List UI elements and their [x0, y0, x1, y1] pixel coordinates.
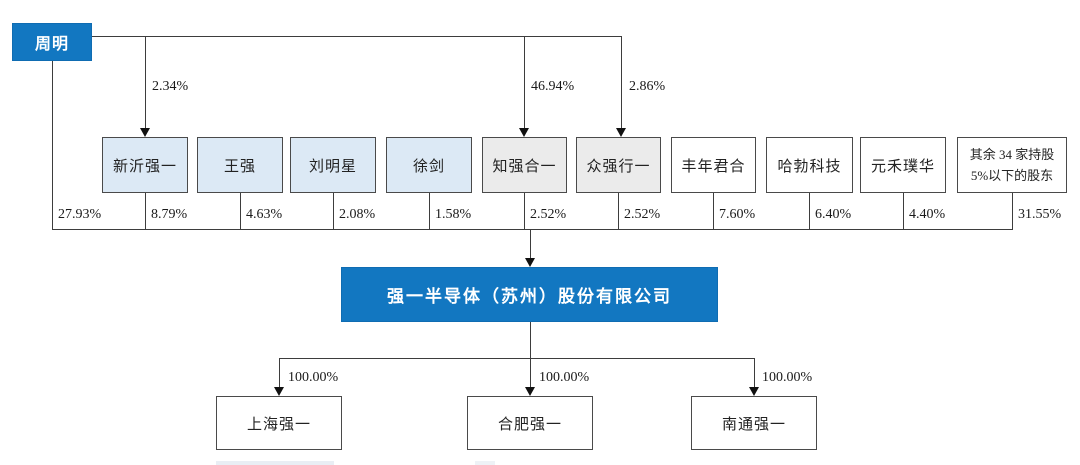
- collector-line: [52, 229, 1013, 230]
- shareholder-box: 其余 34 家持股 5%以下的股东: [957, 137, 1067, 193]
- root-person-box: 周明: [12, 23, 92, 61]
- connector-root-direct: [52, 61, 53, 229]
- arrow-down-icon: [140, 128, 150, 137]
- arrow-down-icon: [749, 387, 759, 396]
- holding-pct-label: 4.63%: [246, 207, 283, 222]
- link-pct-label: 2.86%: [629, 79, 666, 94]
- shareholder-stub: [145, 193, 146, 229]
- shareholder-label: 新沂强一: [112, 158, 177, 175]
- subsidiary-label: 南通强一: [721, 416, 786, 433]
- shareholder-label: 元禾璞华: [870, 158, 935, 175]
- holding-pct-label: 4.40%: [909, 207, 946, 222]
- connector-to-company: [530, 229, 531, 258]
- arrow-down-icon: [525, 258, 535, 267]
- arrow-down-icon: [274, 387, 284, 396]
- shareholder-box: 王强: [197, 137, 283, 193]
- link-pct-label: 46.94%: [531, 79, 575, 94]
- arrow-down-icon: [525, 387, 535, 396]
- shareholder-stub: [240, 193, 241, 229]
- shareholder-label: 其余 34 家持股 5%以下的股东: [970, 144, 1055, 186]
- company-box: 强一半导体（苏州）股份有限公司: [341, 267, 718, 322]
- holding-pct-label: 2.52%: [624, 207, 661, 222]
- shareholder-label: 王强: [223, 158, 256, 175]
- shareholder-box: 知强合一: [482, 137, 567, 193]
- holding-pct-label: 8.79%: [151, 207, 188, 222]
- shareholder-box: 哈勃科技: [766, 137, 853, 193]
- connector-root-to-zhongqiang: [621, 36, 622, 128]
- shareholder-stub: [524, 193, 525, 229]
- subsidiary-pct-label: 100.00%: [539, 370, 590, 385]
- holding-pct-label: 2.08%: [339, 207, 376, 222]
- link-pct-label: 2.34%: [152, 79, 189, 94]
- subsidiary-box: 上海强一: [216, 396, 342, 450]
- shareholder-stub: [809, 193, 810, 229]
- shareholder-box: 元禾璞华: [860, 137, 946, 193]
- holding-pct-label: 7.60%: [719, 207, 756, 222]
- bottom-edge-artifact: [475, 461, 495, 465]
- shareholder-stub: [713, 193, 714, 229]
- connector-to-nantong: [754, 358, 755, 387]
- connector-sub-horizontal: [279, 358, 755, 359]
- shareholder-box: 徐剑: [386, 137, 472, 193]
- connector-top-horizontal: [92, 36, 621, 37]
- shareholder-stub: [429, 193, 430, 229]
- shareholder-label: 丰年君合: [681, 158, 746, 175]
- subsidiary-label: 合肥强一: [497, 416, 562, 433]
- subsidiary-box: 南通强一: [691, 396, 817, 450]
- bottom-edge-artifact: [216, 461, 334, 465]
- subsidiary-box: 合肥强一: [467, 396, 593, 450]
- arrow-down-icon: [519, 128, 529, 137]
- shareholder-box: 众强行一: [576, 137, 661, 193]
- connector-root-to-zhiqiang: [524, 36, 525, 128]
- shareholder-stub: [1012, 193, 1013, 229]
- holding-pct-label: 31.55%: [1018, 207, 1062, 222]
- holding-pct-label: 2.52%: [530, 207, 567, 222]
- holding-pct-label: 27.93%: [58, 207, 102, 222]
- shareholder-stub: [618, 193, 619, 229]
- subsidiary-pct-label: 100.00%: [288, 370, 339, 385]
- shareholder-label: 知强合一: [492, 158, 557, 175]
- arrow-down-icon: [616, 128, 626, 137]
- shareholder-box: 新沂强一: [102, 137, 188, 193]
- shareholder-box: 丰年君合: [671, 137, 756, 193]
- connector-to-shanghai: [279, 358, 280, 387]
- holding-pct-label: 6.40%: [815, 207, 852, 222]
- holding-pct-label: 1.58%: [435, 207, 472, 222]
- shareholder-label-line1: 其余 34 家持股: [969, 147, 1055, 162]
- shareholder-stub: [333, 193, 334, 229]
- connector-to-hefei: [530, 358, 531, 387]
- shareholder-label: 刘明星: [308, 158, 357, 175]
- shareholder-label: 哈勃科技: [777, 158, 842, 175]
- shareholder-label-line2: 5%以下的股东: [970, 168, 1054, 183]
- connector-company-down: [530, 322, 531, 358]
- shareholder-label: 徐剑: [412, 158, 445, 175]
- company-label: 强一半导体（苏州）股份有限公司: [387, 287, 672, 306]
- connector-root-to-xinyi: [145, 36, 146, 128]
- shareholder-box: 刘明星: [290, 137, 376, 193]
- subsidiary-pct-label: 100.00%: [762, 370, 813, 385]
- root-person-label: 周明: [34, 36, 69, 53]
- shareholder-label: 众强行一: [586, 158, 651, 175]
- shareholder-stub: [903, 193, 904, 229]
- subsidiary-label: 上海强一: [246, 416, 311, 433]
